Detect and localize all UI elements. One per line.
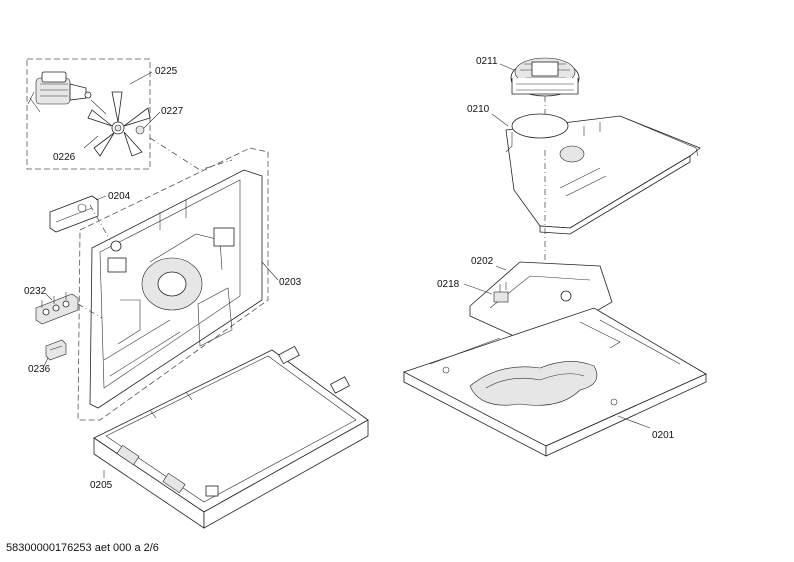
label-0232: 0232 [24,286,47,297]
assembly-connector-3 [77,303,103,319]
label-0226: 0226 [53,152,76,163]
label-0227: 0227 [161,106,184,117]
motor-fan-box [26,58,151,170]
bottom-tray [93,345,369,529]
label-0225: 0225 [155,66,178,77]
convection-fan-motor [27,71,92,113]
label-0205: 0205 [90,480,113,491]
label-0204: 0204 [108,191,131,202]
rear-wall-group-outline [77,147,269,421]
label-0210: 0210 [467,104,490,115]
label-0236: 0236 [28,364,51,375]
label-0218: 0218 [437,279,460,290]
document-id: 58300000176253 aet 000 a 2/6 [6,542,159,554]
label-0211: 0211 [476,56,498,67]
component-0236 [45,339,67,361]
bracket-0204 [49,195,99,233]
label-0201: 0201 [652,430,675,441]
fan-nut [135,125,145,135]
fan-housing-duct [505,113,701,235]
label-0203: 0203 [279,277,302,288]
assembly-connector-1 [149,137,233,171]
cover-plate [469,261,613,347]
blower-fan [510,57,580,97]
terminal-block [35,292,79,325]
fan-wheel [87,91,151,157]
base-plate [403,307,707,457]
label-0202: 0202 [471,256,494,267]
rear-wall-panel [89,169,263,409]
motor-fan-group: 0225 0227 0226 [26,58,184,170]
